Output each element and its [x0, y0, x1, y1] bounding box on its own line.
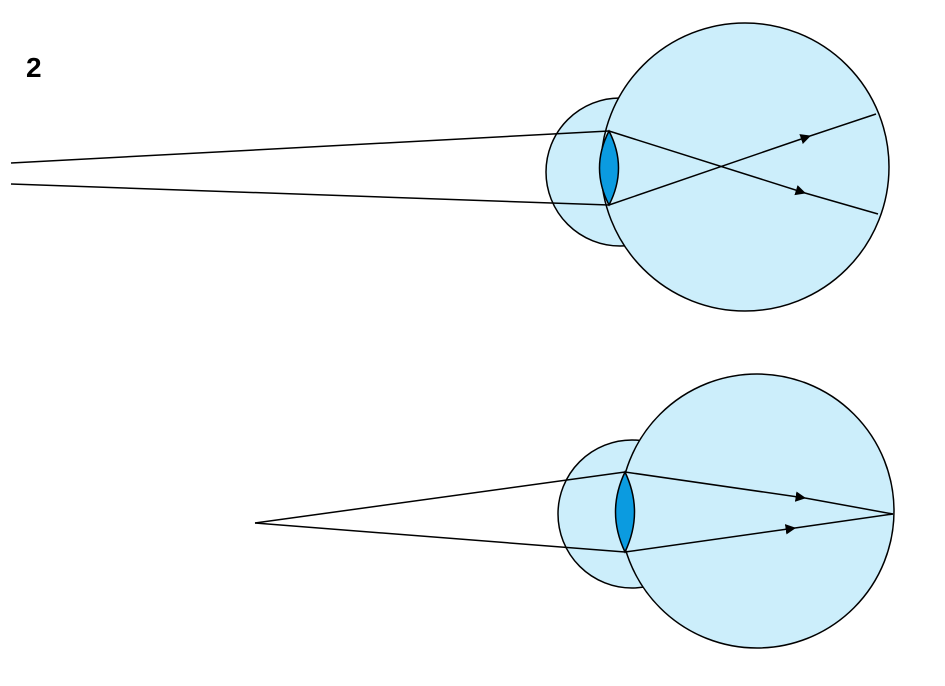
bottom-ray-upper-refracted-continue — [804, 497, 894, 515]
top-ray-lower-refracted — [608, 134, 811, 206]
top-ray-upper-refracted — [608, 130, 807, 196]
bottom-ray-lower-refracted — [624, 524, 797, 553]
bottom-ray-lower-refracted-continue — [794, 513, 894, 529]
figure-number-label: 2 — [26, 52, 42, 83]
bottom-ray-lower-incoming — [254, 522, 626, 553]
bottom-eyeball — [619, 373, 895, 649]
top-ray-upper-incoming — [10, 130, 610, 164]
top-ray-lower-refracted-continue — [809, 113, 877, 137]
bottom-ray-upper-incoming — [254, 471, 626, 524]
top-ray-upper-refracted-continue — [804, 192, 879, 215]
bottom-eye — [254, 373, 895, 649]
top-eye — [10, 22, 890, 312]
top-eyeball — [600, 22, 890, 312]
bottom-ray-upper-refracted — [624, 471, 807, 502]
top-ray-lower-incoming — [10, 183, 610, 206]
